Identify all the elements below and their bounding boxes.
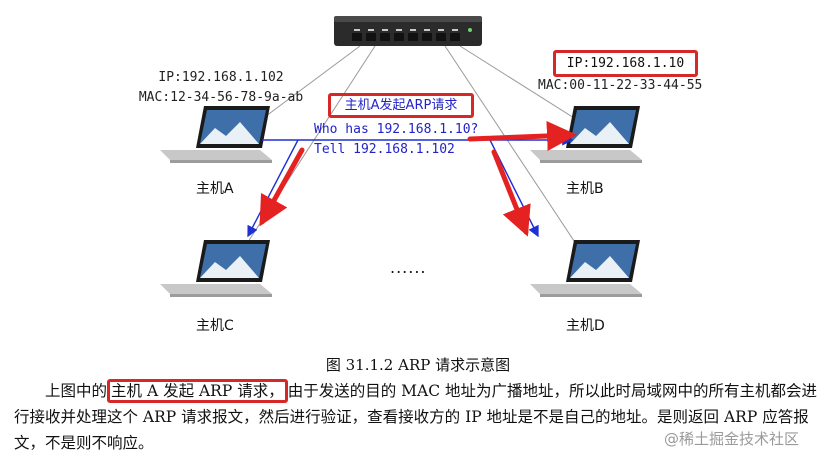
paragraph-highlight: 主机 A 发起 ARP 请求，	[107, 379, 288, 403]
red-arrow-to-b	[467, 120, 577, 151]
figure-caption: 图 31.1.2 ARP 请求示意图	[325, 356, 511, 374]
red-arrow-to-c	[259, 147, 305, 227]
host-a-label: 主机A	[196, 181, 234, 197]
body-paragraph: 上图中的主机 A 发起 ARP 请求，由于发送的目的 MAC 地址为广播地址，所…	[14, 378, 832, 456]
more-hosts-ellipsis: ......	[390, 258, 427, 277]
host-a-ip: IP:192.168.1.102	[158, 70, 284, 85]
paragraph-rest: 由于发送的目的 MAC 地址为广播地址，所以此时局域网中的所有主机都会进行接收并…	[14, 382, 817, 452]
host-b-mac: MAC:00-11-22-33-44-55	[538, 78, 703, 93]
watermark: @稀土掘金技术社区	[664, 430, 800, 448]
cable-to-host-d	[444, 45, 589, 263]
host-b-label: 主机B	[566, 181, 604, 197]
switch-icon	[334, 16, 482, 46]
laptop-b-icon	[530, 106, 642, 163]
laptop-a-icon	[160, 106, 272, 163]
host-b-ip-box: IP:192.168.1.10	[553, 50, 698, 77]
red-arrow-to-d	[491, 149, 531, 237]
arp-request-line-2: Tell 192.168.1.102	[314, 142, 455, 157]
arp-request-line-1: Who has 192.168.1.10?	[314, 122, 479, 137]
laptop-c-icon	[160, 240, 272, 297]
broadcast-arrows-red	[259, 120, 577, 237]
paragraph-intro: 上图中的	[45, 382, 108, 400]
host-a-mac: MAC:12-34-56-78-9a-ab	[138, 90, 304, 105]
host-c-label: 主机C	[196, 318, 234, 334]
cable-to-host-b	[459, 45, 591, 129]
host-a-address-info: IP:192.168.1.102 MAC:12-34-56-78-9a-ab	[126, 68, 316, 108]
cable-to-host-c	[234, 45, 376, 263]
arp-request-callout: 主机A发起ARP请求	[328, 93, 474, 118]
blue-arrow-to-c	[247, 139, 299, 238]
host-d-label: 主机D	[566, 318, 605, 334]
laptop-d-icon	[530, 240, 642, 297]
